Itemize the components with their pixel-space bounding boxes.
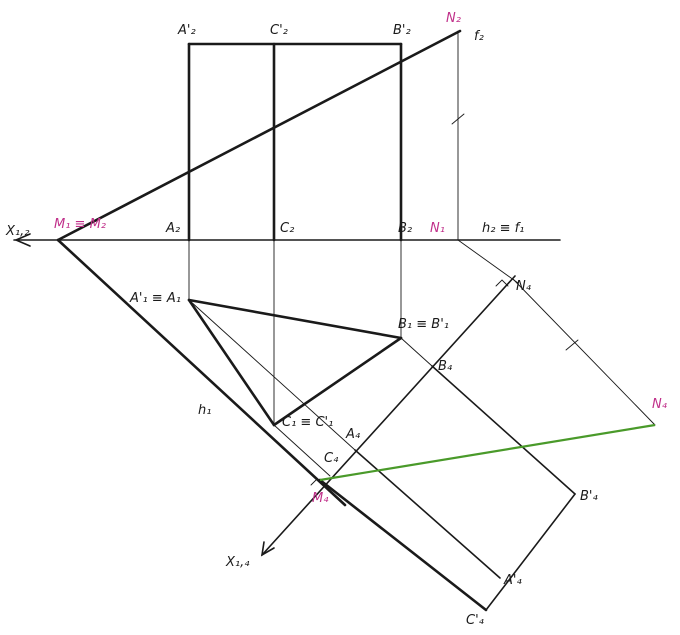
label-a4: A₄ [345, 427, 361, 442]
label-c2: C₂ [280, 221, 294, 236]
link-b1-b4 [400, 337, 433, 367]
link-n1-n4x [457, 239, 519, 284]
line-n4x-n4 [512, 278, 656, 426]
label-b1: B₁ ≡ B'₁ [398, 317, 449, 332]
line-b4-b4p [431, 365, 576, 495]
label-f2: f₂ [474, 29, 484, 44]
label-b4: B₄ [438, 359, 453, 374]
label-n1: N₁ [430, 221, 445, 236]
axis-x14 [261, 275, 516, 556]
label-c1: C₁ ≡ C'₁ [282, 415, 333, 430]
label-c4p: C'₄ [466, 613, 485, 628]
right-angle-m4 [310, 478, 324, 486]
right-angle-n4x [495, 279, 509, 287]
line-m4-c4p [318, 478, 488, 612]
axis-x12-arrow [13, 233, 31, 247]
tick-n4 [565, 339, 579, 351]
label-b2: B₂ [398, 221, 412, 236]
label-n4x: N₄ [516, 279, 532, 294]
tick-n2n1 [451, 113, 465, 125]
line-a1-c1 [187, 298, 276, 427]
label-x12: X₁,₂ [5, 224, 29, 239]
line-b4p-c4p [485, 493, 576, 611]
line-b1-c1 [272, 336, 403, 427]
label-n2: N₂ [446, 11, 461, 26]
link-c1-c4 [273, 424, 331, 477]
label-a2: A₂ [165, 221, 180, 236]
label-b2p: B'₂ [393, 23, 411, 38]
label-a1: A'₁ ≡ A₁ [129, 291, 181, 306]
label-c2p: C'₂ [270, 23, 288, 38]
label-h1: h₁ [198, 403, 211, 418]
axis-x14-arrow [260, 541, 275, 557]
line-a1-b1 [187, 298, 403, 340]
line-f2 [56, 29, 462, 242]
label-a2p: A'₂ [177, 23, 196, 38]
line-h1 [56, 238, 347, 507]
label-x14: X₁,₄ [225, 555, 250, 570]
line-a4-a4p [354, 449, 501, 579]
line-m4-n4 [319, 423, 656, 482]
label-m4: M₄ [312, 491, 329, 506]
link-a1-a4 [188, 299, 356, 451]
label-n4: N₄ [652, 397, 668, 412]
label-h2f1: h₂ ≡ f₁ [482, 221, 524, 236]
label-m1m2: M₁ ≡ M₂ [54, 217, 106, 232]
label-a4p: A'₄ [503, 573, 522, 588]
label-c4: C₄ [324, 451, 339, 466]
label-b4p: B'₄ [580, 489, 598, 504]
